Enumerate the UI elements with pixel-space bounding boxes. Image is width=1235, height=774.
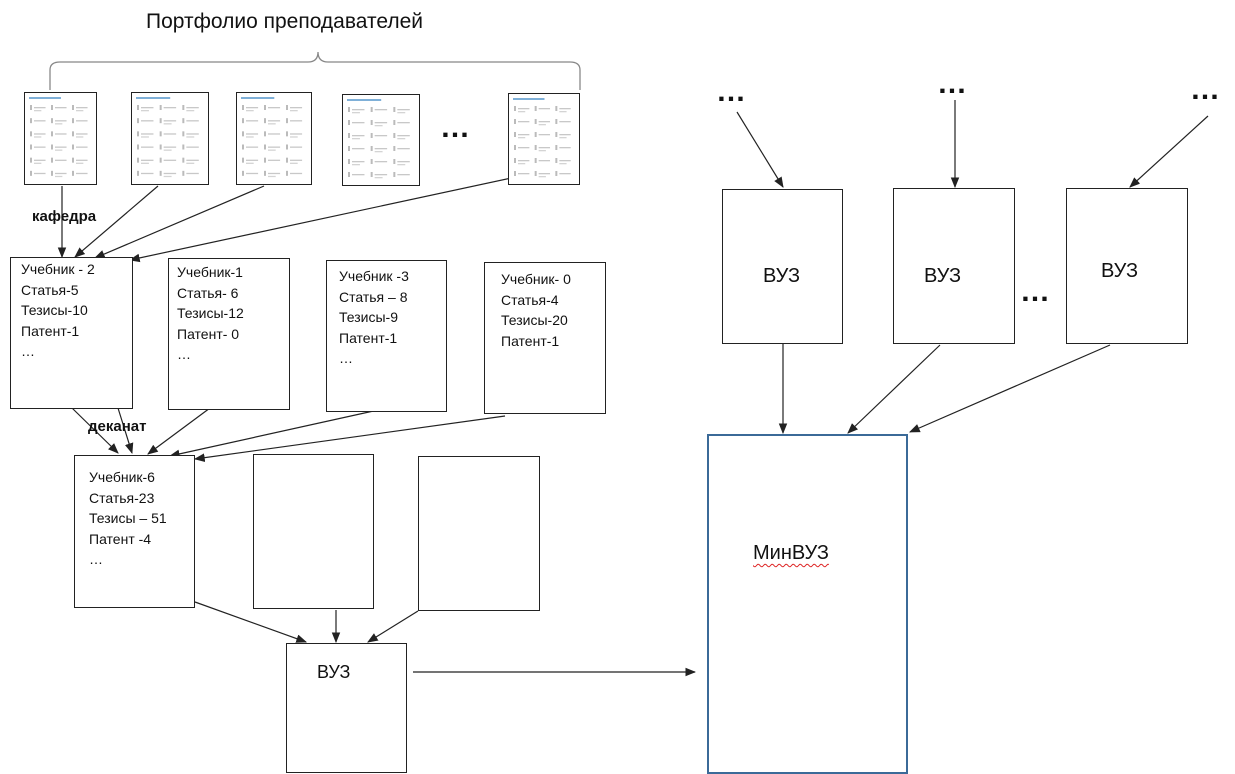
- arrow-portfolio3-to-dept: [94, 185, 265, 259]
- count-line: Патент-1: [339, 329, 398, 346]
- department-summary-box: Учебник -3 Статья – 8 Тезисы-9 Патент-1 …: [326, 260, 447, 412]
- department-summary-box: Учебник- 0 Статья-4 Тезисы-20 Патент-1: [484, 262, 606, 414]
- count-line: Тезисы – 51: [89, 510, 167, 526]
- arrow-faculty1-to-vuz: [194, 601, 308, 643]
- document-page-icon: [513, 98, 571, 178]
- department-summary-box: Учебник - 2 Статья-5 Тезисы-10 Патент-1 …: [10, 257, 133, 409]
- arrow-vuzB-to-minvuz: [847, 344, 941, 434]
- portfolio-document: [131, 92, 209, 185]
- vuz-label: ВУЗ: [924, 265, 962, 287]
- arrow-vuzC-to-minvuz: [909, 344, 1111, 433]
- ellipsis-dots: …: [1190, 73, 1222, 106]
- vuz-box: ВУЗ: [1066, 188, 1188, 344]
- portfolio-document: [508, 93, 580, 185]
- count-line: Патент-1: [501, 332, 560, 349]
- document-page-icon: [29, 97, 88, 178]
- count-line: …: [339, 350, 353, 366]
- portfolio-document: [236, 92, 312, 185]
- minvuz-box: МинВУЗ: [707, 434, 908, 774]
- document-page-icon: [136, 97, 199, 178]
- ellipsis-dots: …: [440, 111, 472, 144]
- vuz-box: ВУЗ: [286, 643, 407, 773]
- count-line: Статья-5: [21, 281, 79, 298]
- diagram-title: Портфолио преподавателей: [146, 10, 424, 33]
- count-line: Учебник-6: [89, 469, 155, 485]
- count-line: Патент- 0: [177, 325, 240, 342]
- count-line: Патент -4: [89, 530, 152, 547]
- minvuz-label: МинВУЗ: [753, 542, 829, 564]
- count-line: Учебник - 2: [21, 261, 95, 277]
- label-kafedra: кафедра: [32, 208, 97, 225]
- ellipsis-dots: …: [937, 67, 969, 100]
- portfolio-document: [24, 92, 97, 185]
- portfolio-brace: [49, 51, 581, 90]
- portfolio-document: [342, 94, 420, 186]
- arrow-dept1-to-faculty: [71, 407, 119, 454]
- faculty-summary-box-empty: [253, 454, 374, 609]
- count-line: Тезисы-9: [339, 309, 398, 325]
- document-page-icon: [347, 99, 410, 179]
- count-line: Статья- 6: [177, 284, 239, 301]
- count-line: Учебник- 0: [501, 271, 571, 287]
- ellipsis-dots: …: [716, 75, 748, 108]
- vuz-label: ВУЗ: [1101, 260, 1139, 282]
- count-line: …: [89, 551, 103, 567]
- arrow-dots3-to-vuz: [1129, 115, 1209, 188]
- department-summary-box: Учебник-1 Статья- 6 Тезисы-12 Патент- 0 …: [168, 258, 290, 410]
- faculty-summary-box-empty: [418, 456, 540, 611]
- vuz-label: ВУЗ: [317, 662, 351, 682]
- label-dekanat: деканат: [88, 418, 147, 435]
- vuz-label: ВУЗ: [763, 265, 801, 287]
- arrow-portfolio5-to-dept: [128, 176, 517, 263]
- count-line: …: [21, 343, 35, 359]
- arrow-dept3-to-faculty: [168, 409, 379, 459]
- count-line: …: [177, 346, 191, 362]
- count-line: Тезисы-20: [501, 312, 568, 328]
- count-line: Учебник-1: [177, 264, 243, 280]
- document-page-icon: [241, 97, 303, 178]
- arrow-dept2-to-faculty: [147, 407, 211, 455]
- arrow-portfolio2-to-dept: [74, 185, 159, 258]
- arrow-faculty3-to-vuz: [367, 610, 419, 643]
- count-line: Статья – 8: [339, 288, 408, 305]
- arrow-dept1b-to-faculty: [117, 407, 134, 455]
- count-line: Тезисы-10: [21, 302, 88, 318]
- count-line: Патент-1: [21, 322, 80, 339]
- count-line: Статья-4: [501, 291, 559, 308]
- arrow-dots1-to-vuz: [736, 111, 784, 188]
- vuz-box: ВУЗ: [722, 189, 843, 344]
- ellipsis-dots: …: [1020, 275, 1052, 308]
- count-line: Учебник -3: [339, 268, 409, 284]
- count-line: Статья-23: [89, 489, 155, 506]
- count-line: Тезисы-12: [177, 305, 244, 321]
- faculty-summary-box: Учебник-6 Статья-23 Тезисы – 51 Патент -…: [74, 455, 195, 608]
- arrow-dept4-to-faculty: [193, 415, 506, 462]
- vuz-box: ВУЗ: [893, 188, 1015, 344]
